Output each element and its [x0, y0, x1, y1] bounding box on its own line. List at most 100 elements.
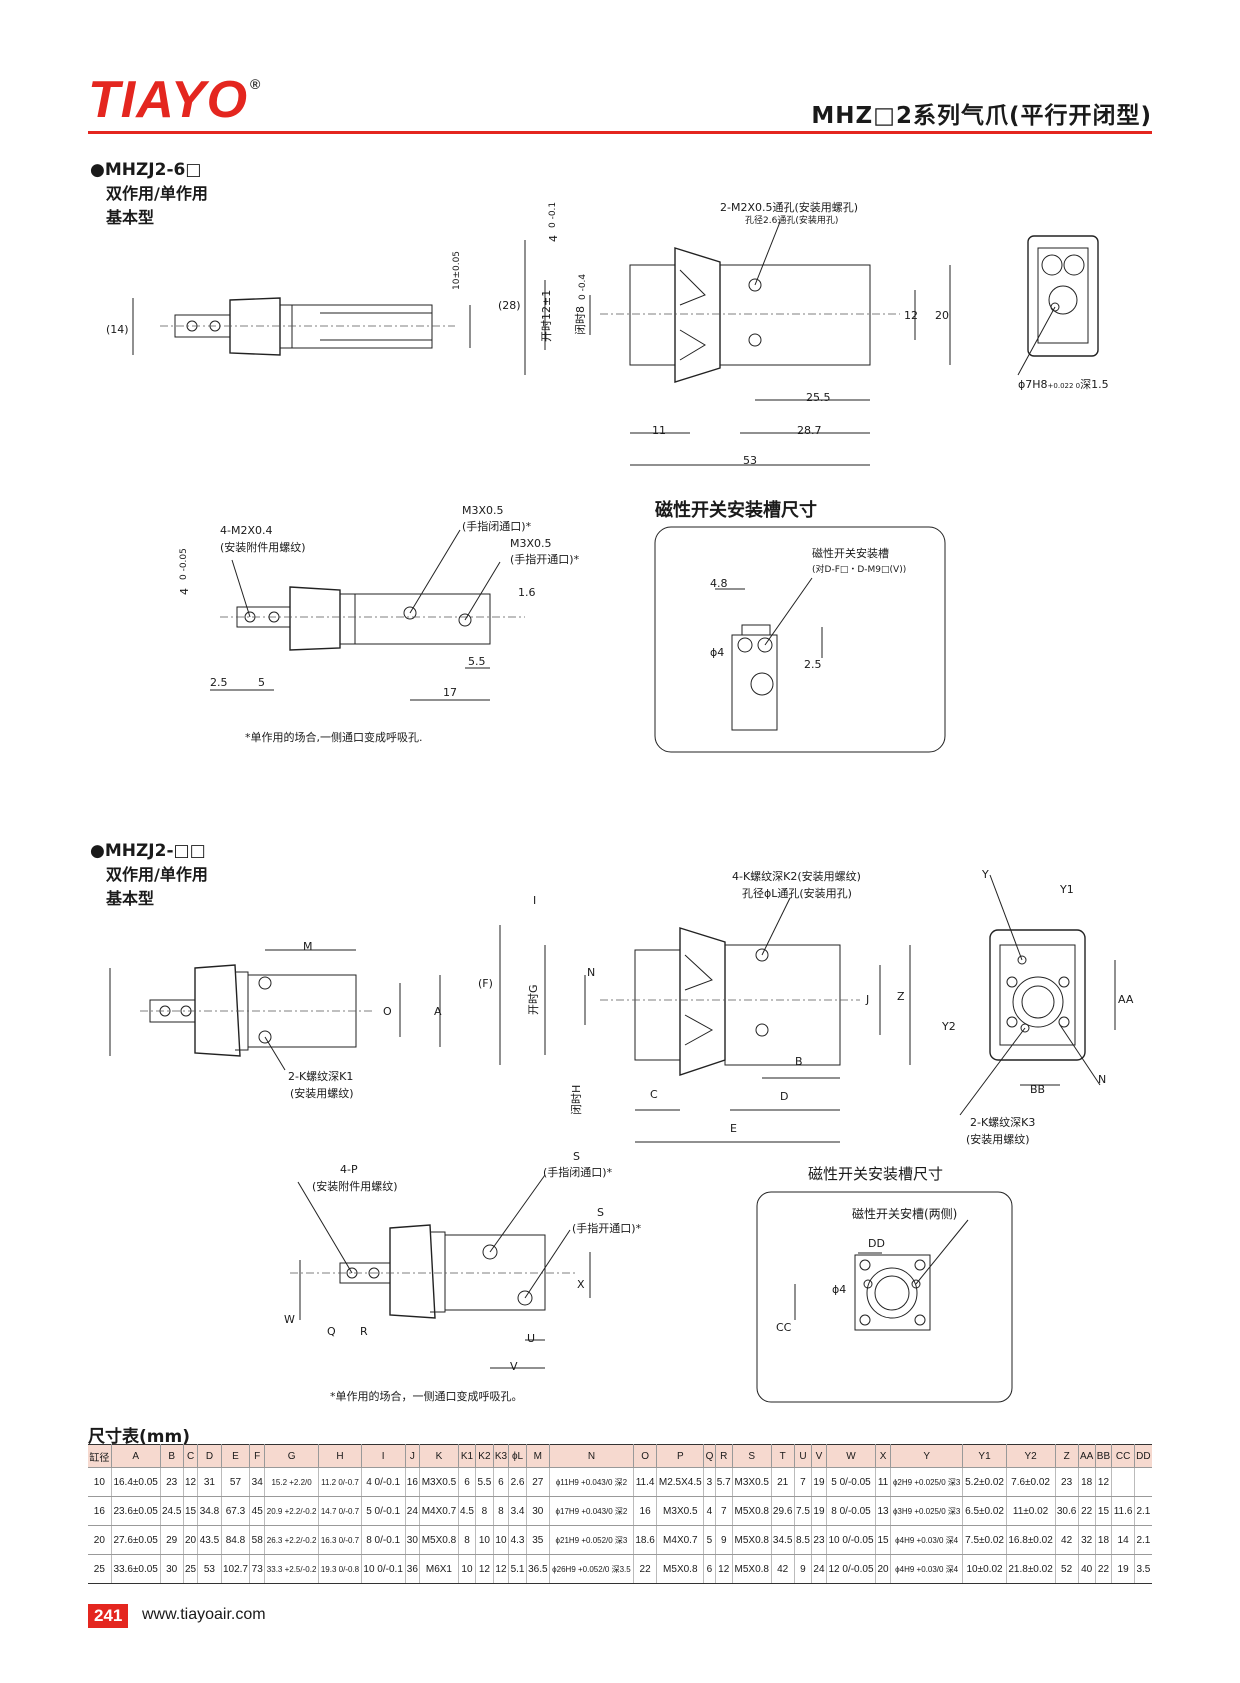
table-cell: 5 0/-0.05: [826, 1467, 877, 1497]
switch2-dim-CC: CC: [776, 1321, 792, 1334]
table-header-cell: S: [732, 1444, 772, 1468]
table-cell: 18.6: [633, 1525, 658, 1555]
table-cell: ϕ17H9 +0.043/0 深2: [549, 1496, 635, 1526]
table-cell: 58: [249, 1525, 265, 1555]
table-cell: 12: [493, 1554, 510, 1584]
table-cell: 19: [811, 1496, 827, 1526]
page-title: MHZ□2系列气爪(平行开闭型): [811, 103, 1152, 129]
table-cell: 34.5: [771, 1525, 795, 1555]
table-cell: 43.5: [197, 1525, 222, 1555]
s1-side-view: [132, 297, 471, 356]
table-cell: ϕ4H9 +0.03/0 深4: [890, 1525, 964, 1555]
table-cell: 11: [875, 1467, 891, 1497]
table-cell: 27: [526, 1467, 550, 1497]
table-cell: 6: [703, 1554, 716, 1584]
table-cell: 102.7: [221, 1554, 251, 1584]
switch1-slot-label: 磁性开关安装槽: [812, 547, 889, 560]
switch1-slot-sublabel: (对D-F□・D-M9□(V)): [812, 565, 907, 575]
dim-N: N: [587, 966, 596, 979]
table-cell: 36.5: [526, 1554, 550, 1584]
p-thread-label: 4-P: [340, 1163, 358, 1176]
dim-11: 11: [652, 424, 666, 437]
section1-action: 双作用/单作用: [106, 184, 208, 203]
table-cell: 8.5: [794, 1525, 813, 1555]
table-cell: 11.2 0/-0.7: [318, 1467, 362, 1497]
table-cell: 10 0/-0.05: [826, 1525, 877, 1555]
table-header-cell: J: [405, 1444, 421, 1468]
s2-end-view: [959, 874, 1116, 1116]
table-cell: 10: [458, 1554, 477, 1584]
dim-N2: N: [1098, 1073, 1107, 1086]
table-cell: 3.4: [508, 1496, 527, 1526]
table-cell: 16: [405, 1467, 421, 1497]
table-header-cell: F: [249, 1444, 265, 1468]
table-cell: ϕ26H9 +0.052/0 深3.5: [549, 1554, 635, 1584]
table-cell: M3X0.5: [419, 1467, 459, 1497]
dim-W: W: [284, 1313, 295, 1326]
table-header-cell: O: [633, 1444, 658, 1468]
dim-S1: S: [573, 1150, 580, 1163]
table-cell: 24: [811, 1554, 827, 1584]
section2-switch-title: 磁性开关安装槽尺寸: [808, 1165, 944, 1183]
table-cell: 11±0.02: [1006, 1496, 1056, 1526]
table-cell: 7.6±0.02: [1006, 1467, 1056, 1497]
m2-thread-label: 4-M2X0.4: [220, 524, 273, 537]
table-cell: 7.5±0.02: [962, 1525, 1007, 1555]
table-cell: 32: [1078, 1525, 1096, 1555]
k3-thread-label: 2-K螺纹深K3: [970, 1116, 1036, 1129]
section2-heading: ●MHZJ2-□□ 双作用/单作用 基本型: [90, 839, 208, 911]
s2-main-view: [499, 897, 911, 1143]
table-cell: ϕ11H9 +0.043/0 深2: [549, 1467, 635, 1497]
table-cell: 11.6: [1111, 1496, 1135, 1526]
table-cell: 10: [475, 1525, 494, 1555]
table-cell: 30.6: [1055, 1496, 1079, 1526]
table-header-cell: K3: [493, 1444, 510, 1468]
m2-thread-sublabel: (安装附件用螺纹): [220, 541, 306, 554]
dim-1-6: 1.6: [518, 586, 536, 599]
dim-28-7: 28.7: [797, 424, 822, 437]
s2-port-sublabel: (手指开通口)*: [572, 1222, 642, 1235]
table-cell: 15: [183, 1496, 199, 1526]
section1-drawings: [132, 221, 1099, 753]
switch1-dim-phi4: ϕ4: [710, 646, 725, 659]
s2-plan-view: [290, 1174, 591, 1369]
table-header-cell: E: [221, 1444, 251, 1468]
table-header-cell: 缸径: [88, 1444, 112, 1468]
table-cell: 20: [88, 1525, 112, 1555]
dim-F: (F): [478, 977, 493, 990]
dim-Y: Y: [982, 868, 989, 881]
table-cell: 7: [794, 1467, 813, 1497]
table-cell: 26.3 +2.2/-0.2: [264, 1525, 320, 1555]
switch2-dim-phi4: ϕ4: [832, 1283, 847, 1296]
brand-logo: TIAYO®: [88, 71, 262, 129]
dim-5-5: 5.5: [468, 655, 486, 668]
table-header-cell: ϕL: [508, 1444, 527, 1468]
table-cell: 15: [875, 1525, 891, 1555]
table-cell: M2.5X4.5: [656, 1467, 705, 1497]
table-cell: 8: [458, 1525, 477, 1555]
dim-20: 20: [935, 309, 949, 322]
table-cell: 13: [875, 1496, 891, 1526]
table-cell: 8 0/-0.05: [826, 1496, 877, 1526]
hole-top-label: 2-M2X0.5通孔(安装用螺孔): [720, 201, 859, 214]
table-header-cell: X: [875, 1444, 891, 1468]
table-cell: ϕ2H9 +0.025/0 深3: [890, 1467, 964, 1497]
s2-side-view: [109, 949, 441, 1071]
table-cell: 29.6: [771, 1496, 795, 1526]
table-cell: 27.6±0.05: [111, 1525, 161, 1555]
table-header-cell: CC: [1111, 1444, 1135, 1468]
table-header-cell: I: [361, 1444, 406, 1468]
table-cell: 8 0/-0.1: [361, 1525, 406, 1555]
table-cell: 6: [458, 1467, 477, 1497]
table-cell: 9: [794, 1554, 813, 1584]
table-header-cell: Y: [890, 1444, 964, 1468]
table-cell: 5: [703, 1525, 716, 1555]
dim-J: J: [866, 993, 870, 1006]
table-cell: 10: [493, 1525, 510, 1555]
table-cell: 4 0/-0.1: [361, 1467, 406, 1497]
section2-drawings: [109, 874, 1116, 1403]
table-cell: 45: [249, 1496, 265, 1526]
